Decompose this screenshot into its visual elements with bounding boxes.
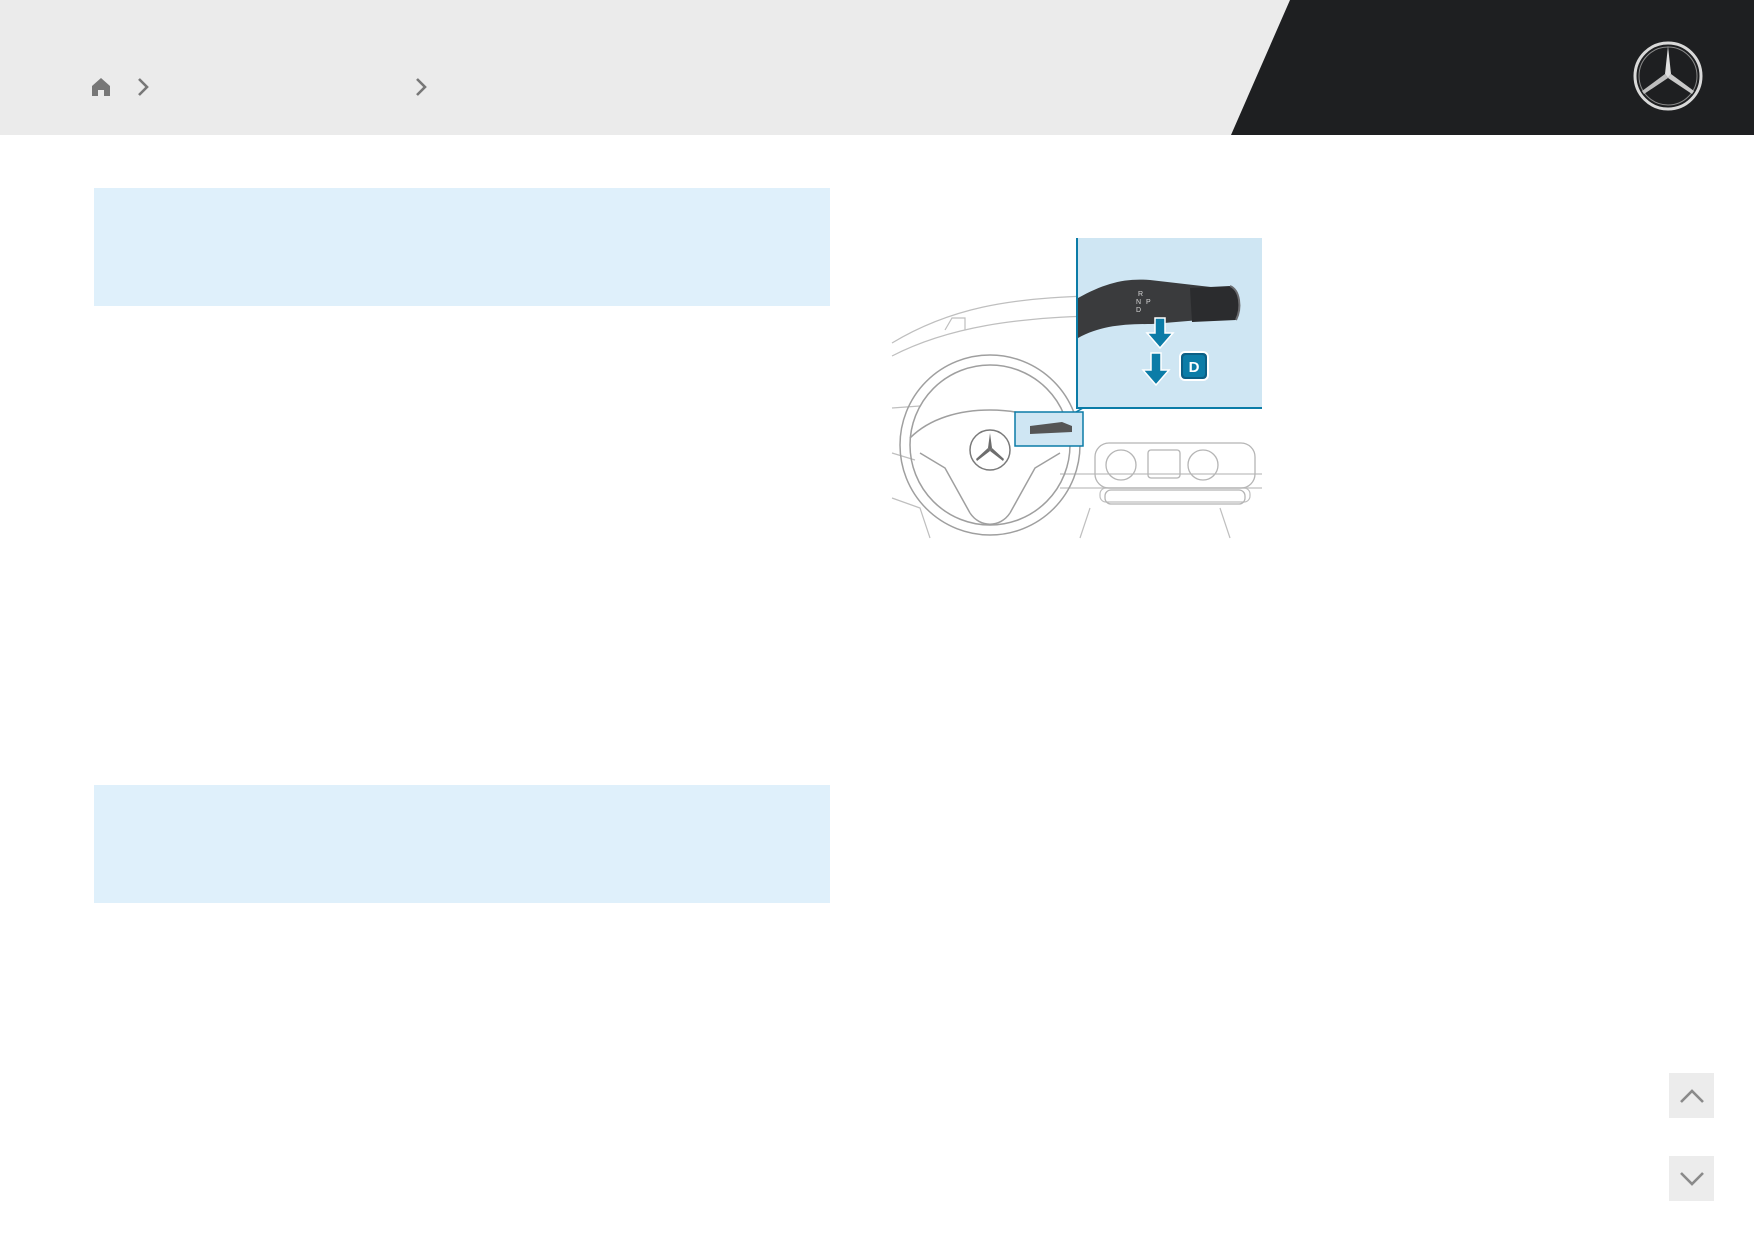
note-box bbox=[94, 188, 830, 306]
home-icon bbox=[92, 78, 110, 96]
scroll-down-button[interactable] bbox=[1669, 1156, 1714, 1201]
gear-badge-d: D bbox=[1189, 359, 1200, 376]
breadcrumb-separator bbox=[414, 74, 428, 100]
arrow-down-icon bbox=[1141, 352, 1171, 387]
chevron-down-icon bbox=[1679, 1171, 1704, 1186]
breadcrumb-separator bbox=[136, 74, 150, 100]
arrow-down-icon bbox=[1145, 317, 1175, 350]
chevron-right-icon bbox=[138, 78, 149, 96]
scroll-up-button[interactable] bbox=[1669, 1073, 1714, 1118]
breadcrumb-home[interactable] bbox=[90, 74, 112, 100]
note-box bbox=[94, 785, 830, 903]
lever-label: N bbox=[1136, 299, 1141, 306]
lever-label: R bbox=[1138, 291, 1143, 298]
lever-label: P bbox=[1146, 299, 1151, 306]
header-dark-panel bbox=[1231, 0, 1754, 135]
lever-label: D bbox=[1136, 307, 1141, 314]
chevron-up-icon bbox=[1679, 1088, 1704, 1103]
steering-illustration: R N P D D bbox=[891, 238, 1262, 539]
brand-logo bbox=[1633, 41, 1703, 111]
chevron-right-icon bbox=[416, 78, 427, 96]
